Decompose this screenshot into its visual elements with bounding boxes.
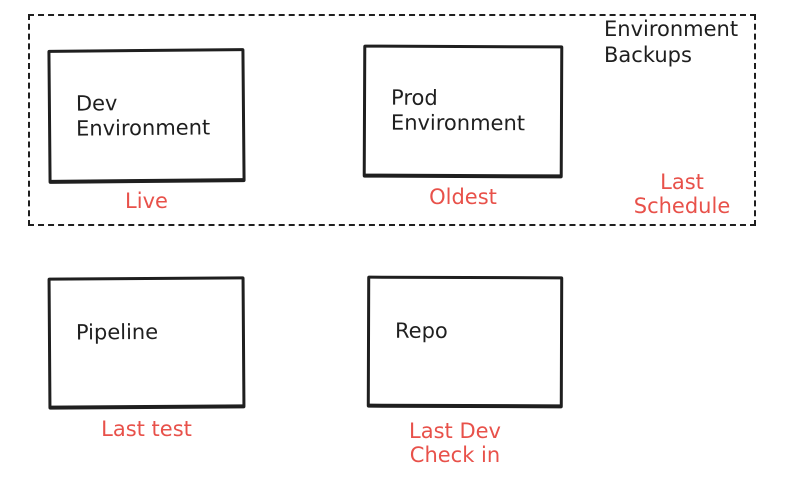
repo-box: Repo — [366, 275, 564, 409]
pipeline-box: Pipeline — [47, 276, 246, 410]
last-schedule-annotation: Last Schedule — [633, 170, 731, 218]
last-dev-check-in-annotation: Last Dev Check in — [409, 419, 501, 467]
pipeline-label: Pipeline — [75, 319, 159, 345]
last-test-annotation: Last test — [101, 417, 192, 441]
live-annotation: Live — [125, 189, 168, 213]
prod-environment-label: Prod Environment — [390, 85, 526, 136]
repo-label: Repo — [394, 318, 448, 343]
environment-backups-title: Environment Backups — [604, 17, 739, 67]
oldest-annotation: Oldest — [429, 185, 497, 209]
dev-environment-box: Dev Environment — [47, 48, 246, 184]
dev-environment-label: Dev Environment — [75, 90, 211, 141]
prod-environment-box: Prod Environment — [362, 44, 564, 179]
environment-backups-zone — [28, 14, 756, 226]
